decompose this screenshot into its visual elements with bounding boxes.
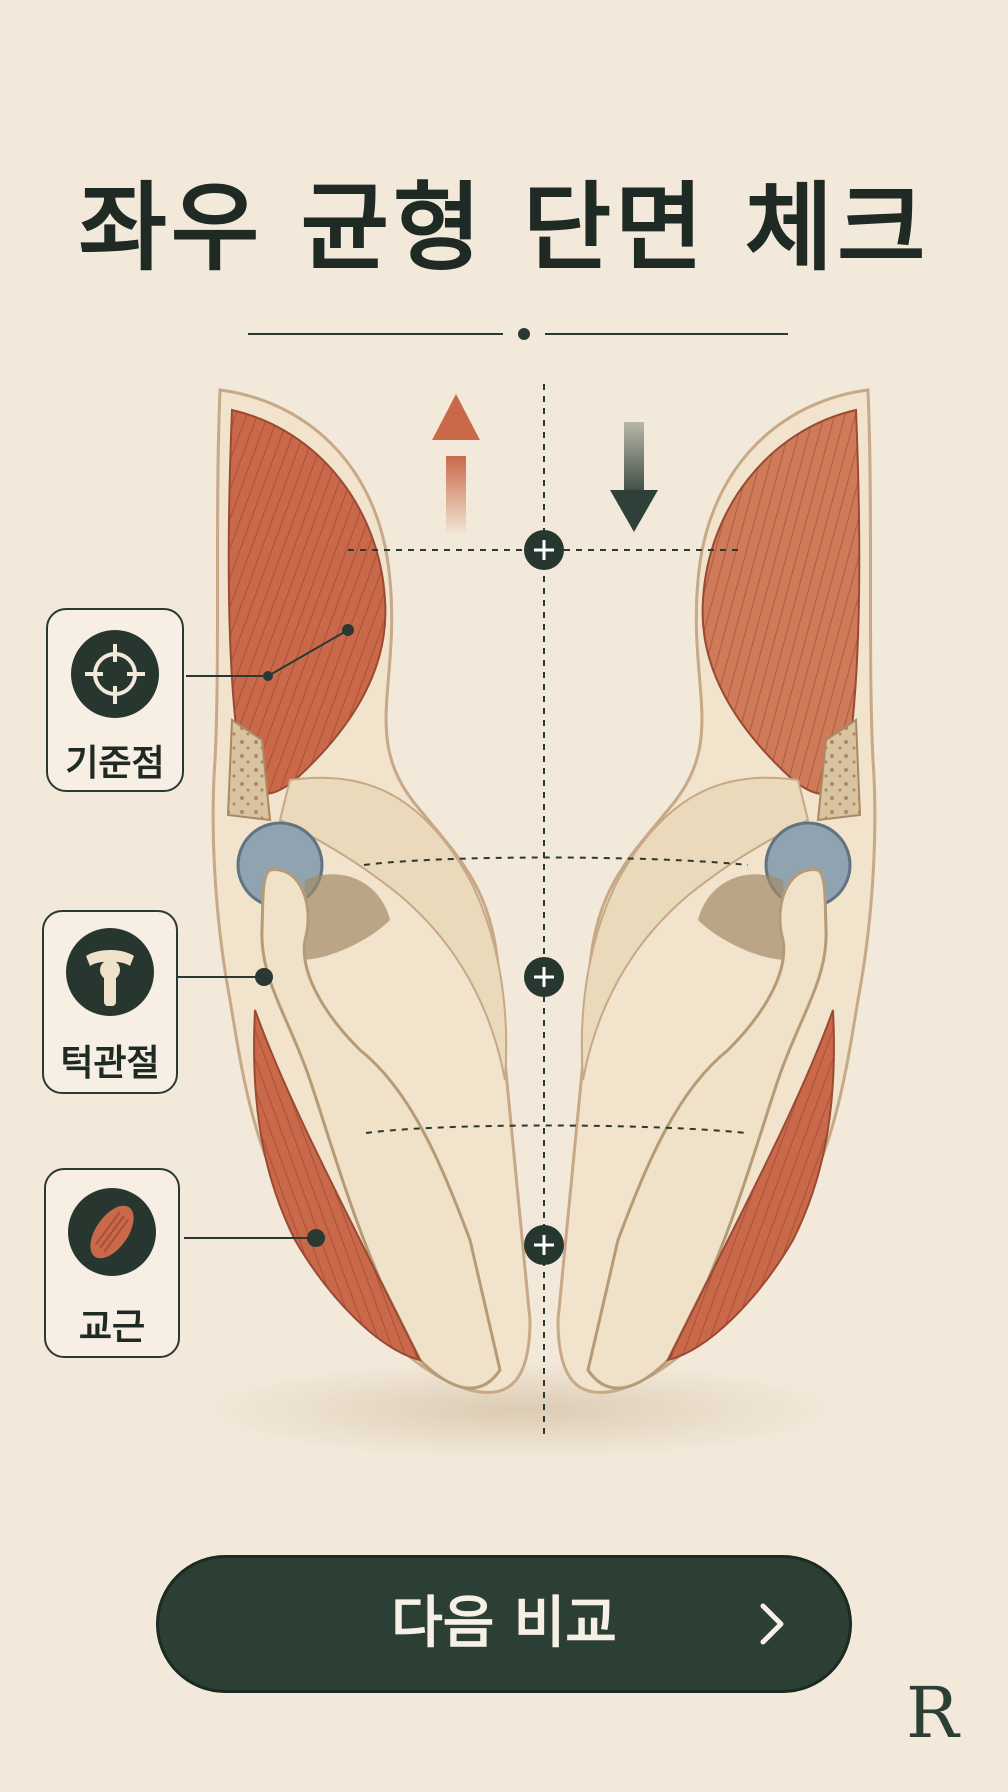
chevron-right-icon [760,1603,784,1645]
page-title: 좌우 균형 단면 체크 [78,172,930,284]
label-masseter: 교근 [78,1307,146,1348]
label-jaw-joint: 턱관절 [60,1043,160,1084]
center-marker-bottom-icon [524,1225,564,1265]
down-arrow-icon [610,422,658,532]
jaw-joint-icon [66,928,154,1016]
crosshair-icon [71,630,159,718]
label-card-jaw-joint: 턱관절 [42,910,178,1094]
next-compare-button[interactable]: 다음 비교 [156,1555,852,1693]
label-card-masseter: 교근 [44,1168,180,1358]
title-divider [248,328,788,340]
brand-logo: R [906,1672,959,1754]
up-arrow-icon [432,394,480,536]
next-compare-label: 다음 비교 [391,1591,617,1656]
jaw-cross-section-illustration [178,384,877,1460]
label-card-reference-point: 기준점 [46,608,184,792]
center-marker-middle-icon [524,957,564,997]
center-marker-top-icon [524,530,564,570]
masseter-muscle-icon [68,1188,156,1276]
label-reference-point: 기준점 [65,743,165,784]
